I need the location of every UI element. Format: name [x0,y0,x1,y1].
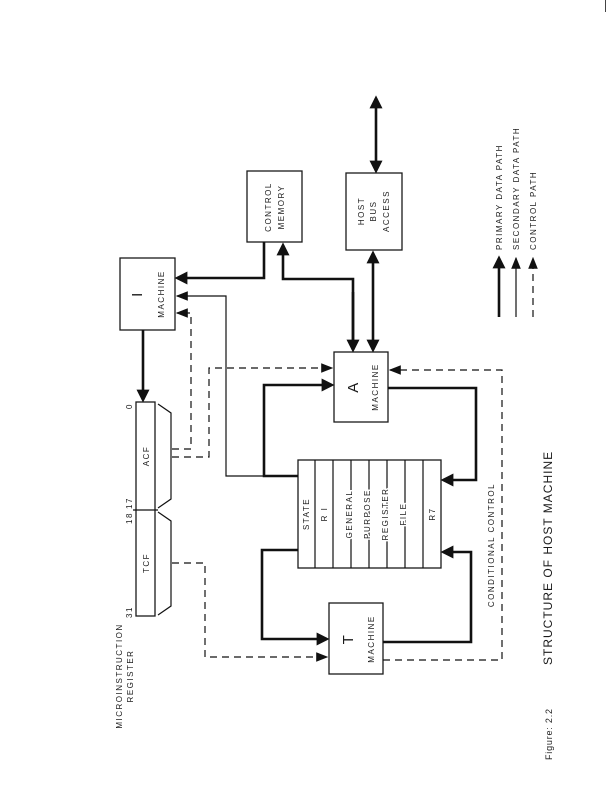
register-state-label: STATE [302,498,311,530]
i-machine-label: MACHINE [157,270,166,317]
path-acf-to-a [172,363,334,458]
i-machine-block: I MACHINE [119,257,176,331]
microinstruction-register-line2: REGISTER [126,650,135,703]
t-machine-letter: T [340,634,357,645]
legend-control-label: CONTROL PATH [529,171,538,250]
register-r1-label: R I [320,507,329,522]
path-state-to-i [175,291,298,477]
t-machine-label: MACHINE [367,615,376,662]
register-r7-label: R7 [428,507,437,520]
legend: PRIMARY DATA PATH SECONDARY DATA PATH CO… [492,127,538,317]
control-memory-box [246,170,303,243]
path-t-to-rf [383,545,473,644]
register-register-label: REGISTER [381,488,390,541]
host-bus-line2: BUS [369,201,378,222]
path-cm-to-i [174,242,266,285]
path-conditional-control [383,365,503,661]
conditional-control-label: CONDITIONAL CONTROL [487,483,496,607]
a-machine-block: A MACHINE [333,351,389,423]
register-purpose-label: PURPOSE [363,489,372,539]
host-bus-access-box [345,172,403,251]
bit-0-label: 0 [125,403,134,409]
a-machine-label: MACHINE [371,363,380,410]
acf-brace [157,403,172,509]
host-bus-access-block: HOST BUS ACCESS [345,172,403,251]
control-memory-line1: CONTROL [264,182,273,232]
bit-17-label: 17 [125,497,134,509]
control-memory-block: CONTROL MEMORY [246,170,303,243]
host-bus-line1: HOST [357,197,366,225]
microinstruction-register-line1: MICROINSTRUCTION [115,623,124,728]
path-a-to-rf [388,386,478,487]
figure-number: Figure: 2.2 [544,708,554,760]
acf-field-label: ACF [142,446,151,467]
legend-primary-label: PRIMARY DATA PATH [495,144,504,250]
legend-secondary-label: SECONDARY DATA PATH [512,127,521,250]
path-tcf-to-t [172,562,329,662]
microinstruction-register-box [135,401,156,617]
control-memory-line2: MEMORY [277,185,286,230]
bit-31-label: 31 [125,606,134,618]
t-machine-block: T MACHINE [328,602,384,675]
register-file-block: STATE R I GENERAL PURPOSE REGISTER FILE … [297,459,442,569]
path-rf-to-a [262,378,335,478]
microinstruction-register-block: ACF TCF 0 17 18 31 MICROINSTRUCTION REGI… [115,401,172,729]
i-machine-box [119,257,176,331]
a-machine-letter: A [345,381,362,393]
host-bus-line3: ACCESS [382,190,391,232]
figure-title: STRUCTURE OF HOST MACHINE [541,451,555,665]
tcf-field-label: TCF [142,553,151,573]
i-machine-letter: I [129,291,146,297]
bit-18-label: 18 [125,512,134,524]
path-a-to-cm [276,242,355,350]
path-rf-to-t [260,548,330,646]
page-edge-mark [605,0,606,12]
register-file-label: FILE [399,503,408,526]
register-general-label: GENERAL [345,490,354,539]
path-acf-to-i [172,308,192,450]
tcf-brace [157,511,172,616]
